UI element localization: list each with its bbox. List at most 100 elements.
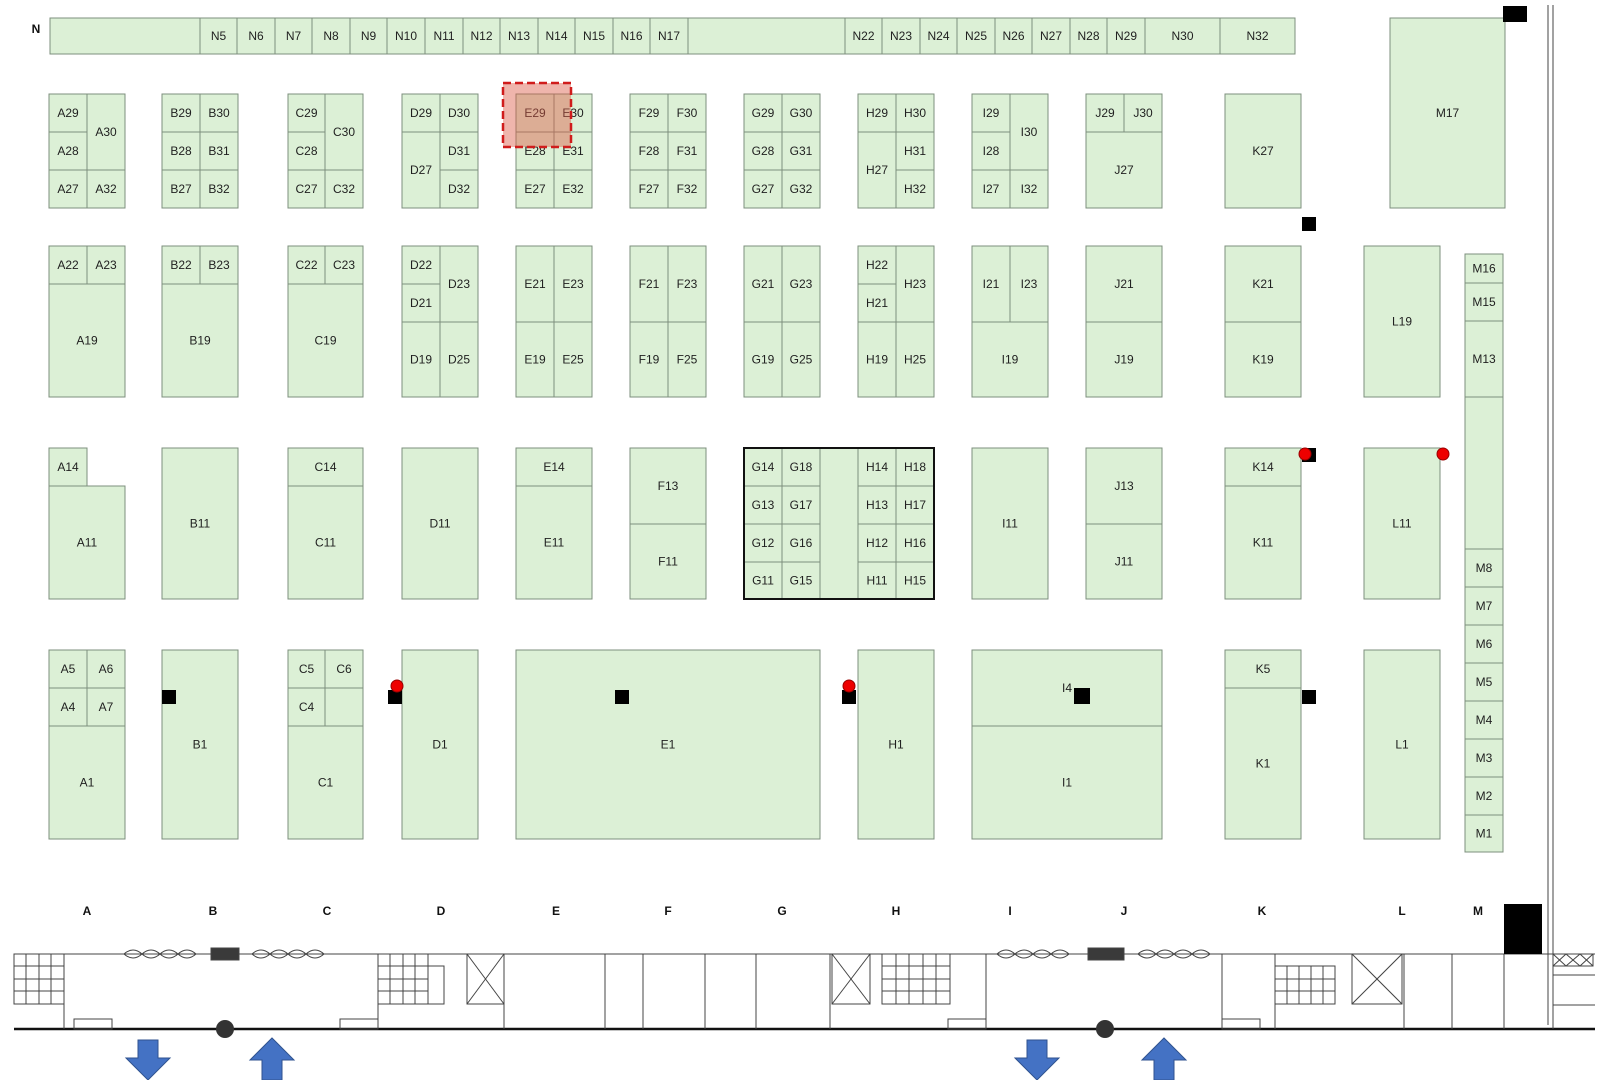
booth-g32[interactable] <box>781 169 821 209</box>
booth-d11[interactable] <box>401 447 479 600</box>
booth-f13[interactable] <box>629 447 707 525</box>
booth-h19[interactable] <box>857 321 897 398</box>
booth-i27[interactable] <box>971 169 1011 209</box>
booth-n32[interactable] <box>1219 17 1296 55</box>
booth-c14[interactable] <box>287 447 364 487</box>
booth-m7[interactable] <box>1464 586 1504 626</box>
booth-f29[interactable] <box>629 93 669 133</box>
booth-n24[interactable] <box>919 17 958 55</box>
booth-e27[interactable] <box>515 169 555 209</box>
booth-h11[interactable] <box>857 561 897 600</box>
booth-i11[interactable] <box>971 447 1049 600</box>
booth-b11[interactable] <box>161 447 239 600</box>
booth-d29[interactable] <box>401 93 441 133</box>
booth-n11[interactable] <box>424 17 464 55</box>
booth-a30[interactable] <box>86 93 126 171</box>
booth-n25[interactable] <box>956 17 996 55</box>
booth-n8[interactable] <box>311 17 351 55</box>
booth-d23[interactable] <box>439 245 479 323</box>
booth-c11[interactable] <box>287 485 364 600</box>
booth-d27[interactable] <box>401 131 441 209</box>
booth-d1[interactable] <box>401 649 479 840</box>
booth-f28[interactable] <box>629 131 669 171</box>
booth-l11[interactable] <box>1363 447 1441 600</box>
booth-a1[interactable] <box>48 725 126 840</box>
booth-e28[interactable] <box>515 131 555 171</box>
booth-j11[interactable] <box>1085 523 1163 600</box>
booth-j21[interactable] <box>1085 245 1163 323</box>
booth-g11[interactable] <box>743 561 783 600</box>
booth-c29[interactable] <box>287 93 326 133</box>
booth-h12[interactable] <box>857 523 897 563</box>
booth-a14[interactable] <box>48 447 88 487</box>
booth-n30[interactable] <box>1144 17 1221 55</box>
booth-m2[interactable] <box>1464 776 1504 816</box>
booth-k19[interactable] <box>1224 321 1302 398</box>
booth-f27[interactable] <box>629 169 669 209</box>
booth-b27[interactable] <box>161 169 201 209</box>
booth-k1[interactable] <box>1224 687 1302 840</box>
booth-i29[interactable] <box>971 93 1011 133</box>
booth-b32[interactable] <box>199 169 239 209</box>
booth-e31[interactable] <box>553 131 593 171</box>
booth-n17[interactable] <box>649 17 689 55</box>
booth-c23[interactable] <box>324 245 364 285</box>
booth-k5[interactable] <box>1224 649 1302 689</box>
booth-e23[interactable] <box>553 245 593 323</box>
booth-b31[interactable] <box>199 131 239 171</box>
booth-d32[interactable] <box>439 169 479 209</box>
booth-g31[interactable] <box>781 131 821 171</box>
booth-c19[interactable] <box>287 283 364 398</box>
booth-g19[interactable] <box>743 321 783 398</box>
booth-a28[interactable] <box>48 131 88 171</box>
booth-a32[interactable] <box>86 169 126 209</box>
booth-j27[interactable] <box>1085 131 1163 209</box>
booth-h31[interactable] <box>895 131 935 171</box>
booth-e19[interactable] <box>515 321 555 398</box>
booth-i23[interactable] <box>1009 245 1049 323</box>
booth-j13[interactable] <box>1085 447 1163 525</box>
booth-n5[interactable] <box>199 17 238 55</box>
booth-h30[interactable] <box>895 93 935 133</box>
booth-f11[interactable] <box>629 523 707 600</box>
selected-booth-highlight[interactable] <box>501 81 573 149</box>
booth-h25[interactable] <box>895 321 935 398</box>
booth-b19[interactable] <box>161 283 239 398</box>
booth-d22[interactable] <box>401 245 441 285</box>
booth-f21[interactable] <box>629 245 669 323</box>
booth-h1[interactable] <box>857 649 935 840</box>
booth-g30[interactable] <box>781 93 821 133</box>
booth-b23[interactable] <box>199 245 239 285</box>
booth-c32[interactable] <box>324 169 364 209</box>
booth-i28[interactable] <box>971 131 1011 171</box>
booth-j29[interactable] <box>1085 93 1125 133</box>
booth-n29[interactable] <box>1106 17 1146 55</box>
booth-g16[interactable] <box>781 523 821 563</box>
booth-m13[interactable] <box>1464 320 1504 398</box>
booth-a23[interactable] <box>86 245 126 285</box>
booth-a27[interactable] <box>48 169 88 209</box>
booth-h22[interactable] <box>857 245 897 285</box>
booth-n26[interactable] <box>994 17 1033 55</box>
booth-k14[interactable] <box>1224 447 1302 487</box>
booth-f25[interactable] <box>667 321 707 398</box>
booth-n13[interactable] <box>499 17 539 55</box>
booth-n6[interactable] <box>236 17 276 55</box>
booth-g27[interactable] <box>743 169 783 209</box>
booth-b28[interactable] <box>161 131 201 171</box>
booth-n16[interactable] <box>612 17 651 55</box>
booth-i21[interactable] <box>971 245 1011 323</box>
booth-n10[interactable] <box>386 17 426 55</box>
booth-j19[interactable] <box>1085 321 1163 398</box>
booth-b29[interactable] <box>161 93 201 133</box>
booth-e32[interactable] <box>553 169 593 209</box>
booth-n28[interactable] <box>1069 17 1108 55</box>
booth-g17[interactable] <box>781 485 821 525</box>
booth-g12[interactable] <box>743 523 783 563</box>
booth-f32[interactable] <box>667 169 707 209</box>
booth-m5[interactable] <box>1464 662 1504 702</box>
booth-h17[interactable] <box>895 485 935 525</box>
booth-m3[interactable] <box>1464 738 1504 778</box>
booth-m15[interactable] <box>1464 282 1504 322</box>
booth-c28[interactable] <box>287 131 326 171</box>
